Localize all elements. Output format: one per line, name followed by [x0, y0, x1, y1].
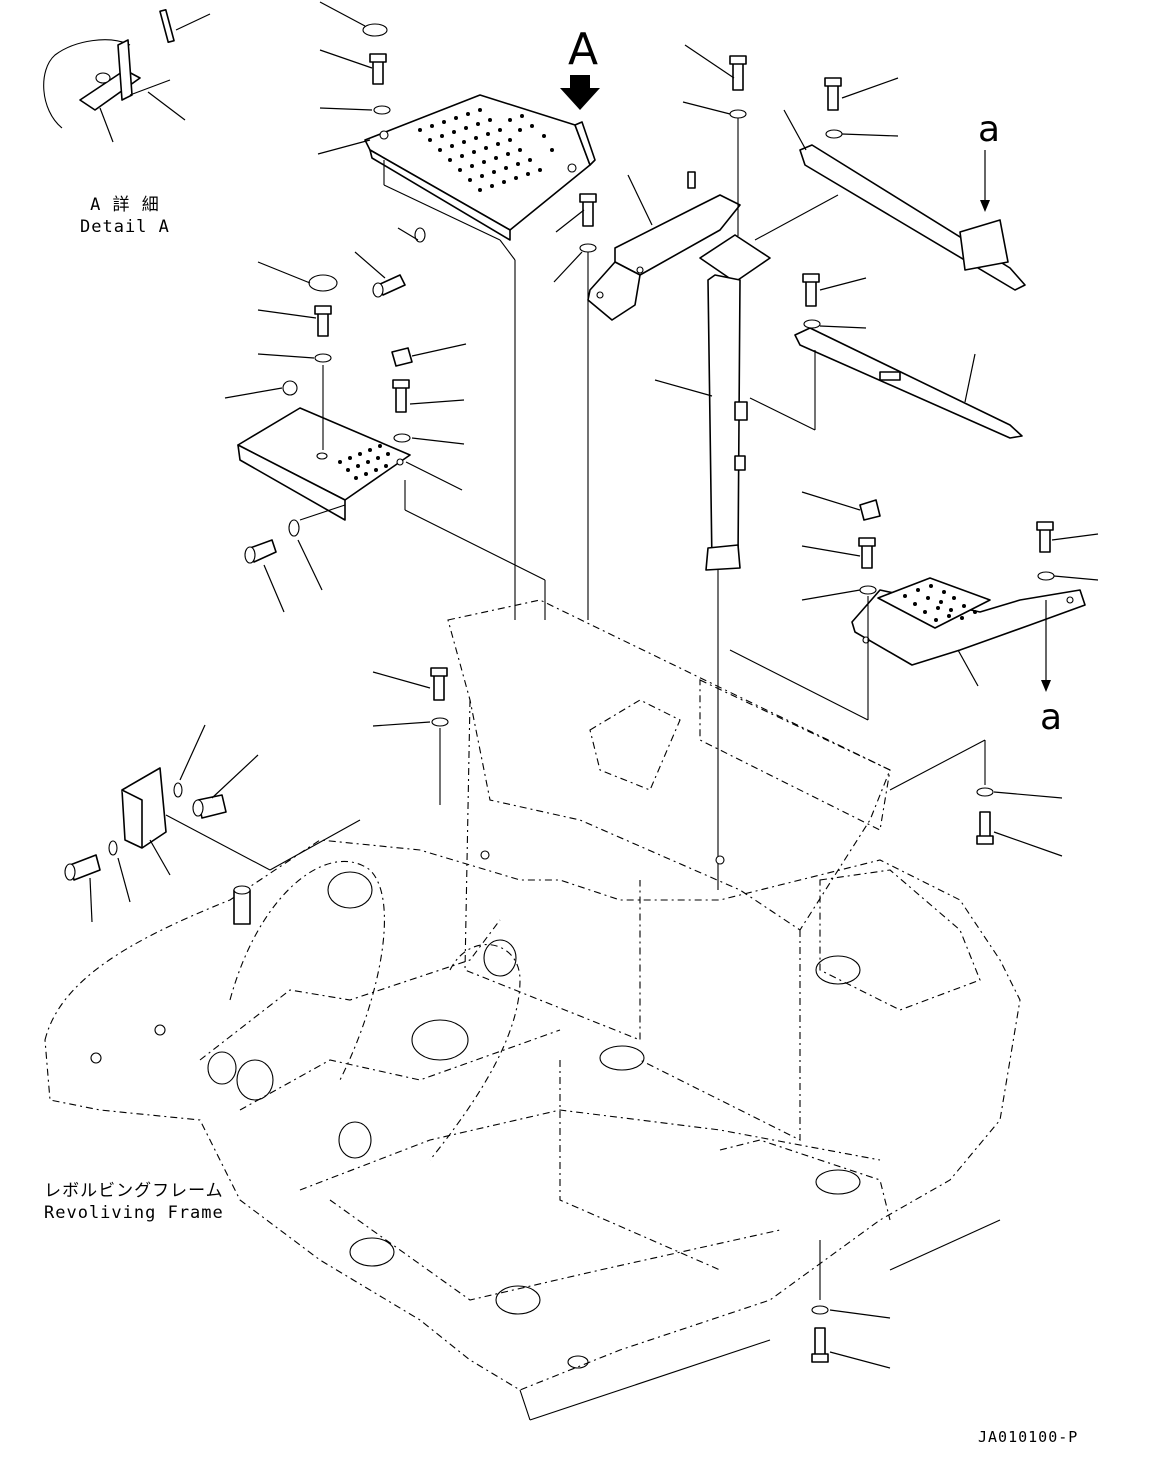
left-small-cover: [224, 261, 546, 620]
detail-a-title-en: Detail A: [80, 217, 170, 237]
view-marker-a-small-bottom-label: a: [1040, 697, 1063, 738]
frame-name-en: Revoliving Frame: [44, 1203, 224, 1223]
right-step: [729, 491, 1099, 721]
small-cover-perforations: [338, 444, 390, 480]
center-bolt-set: [372, 667, 449, 805]
center-bracket-and-column: [553, 44, 771, 890]
detail-a-caption: A 詳 細 Detail A: [80, 194, 170, 238]
view-marker-a-small-top-label: a: [978, 109, 1001, 150]
detail-a-title-jp: A 詳 細: [90, 195, 160, 215]
top-right-rail: [754, 77, 1026, 291]
view-marker-a-label: A: [568, 24, 599, 75]
cover-perforations: [418, 108, 554, 192]
step-perforations: [903, 584, 977, 622]
drawing-number: JA010100-P: [978, 1428, 1079, 1446]
bolt-set-mid-left: [354, 227, 426, 298]
view-arrow-a-small-top: [980, 150, 990, 212]
detail-a-view: [43, 8, 211, 143]
frame-name-jp: レボルビングフレーム: [44, 1181, 224, 1201]
top-perforated-cover: [317, 1, 596, 620]
revolving-frame-structure: [44, 599, 1021, 1421]
view-arrow-a-small-bottom: [1041, 600, 1051, 692]
left-bracket: [64, 724, 361, 923]
view-arrow-a-big: [560, 75, 600, 110]
frame-caption: レボルビングフレーム Revoliving Frame: [44, 1180, 224, 1224]
middle-right-rail: [749, 273, 1023, 439]
right-bolt-set: [811, 739, 1063, 1369]
